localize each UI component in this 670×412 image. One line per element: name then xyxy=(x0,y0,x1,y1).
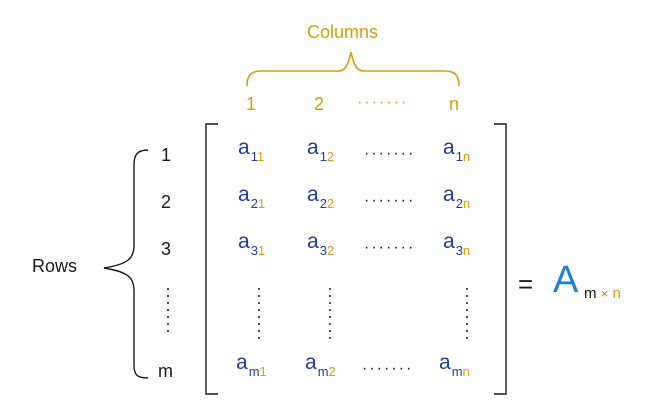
rows-brace xyxy=(103,149,149,379)
element-a2n: a2n xyxy=(443,183,471,211)
element-a22: a22 xyxy=(307,183,335,211)
matrix-dimensions: m × n xyxy=(584,285,621,302)
row-header-3: 3 xyxy=(161,239,172,259)
row-1-ellipsis: ······· xyxy=(364,145,416,162)
element-am2: am2 xyxy=(305,351,336,379)
equals-sign: = xyxy=(518,269,534,299)
row-m-ellipsis: ······· xyxy=(362,360,414,377)
columns-brace xyxy=(246,51,460,87)
element-a21: a21 xyxy=(238,183,266,211)
right-bracket xyxy=(494,123,507,395)
column-header-1: 1 xyxy=(246,94,257,114)
row-header-vdots xyxy=(167,288,171,337)
matrix-symbol-A: A xyxy=(553,259,579,301)
element-am1: am1 xyxy=(236,351,267,379)
col-n-vdots xyxy=(466,288,470,344)
element-a31: a31 xyxy=(238,230,266,258)
rows-label: Rows xyxy=(32,256,78,276)
element-a11: a11 xyxy=(238,136,265,164)
element-a3n: a3n xyxy=(443,230,471,258)
row-header-1: 1 xyxy=(161,145,172,165)
element-a32: a32 xyxy=(307,230,335,258)
column-header-n: n xyxy=(449,94,460,114)
column-header-2: 2 xyxy=(314,94,325,114)
element-amn: amn xyxy=(439,351,470,379)
row-header-2: 2 xyxy=(161,192,172,212)
element-a1n: a1n xyxy=(443,136,471,164)
left-bracket xyxy=(205,123,218,395)
row-3-ellipsis: ······· xyxy=(364,239,416,256)
col-2-vdots xyxy=(329,288,333,344)
column-header-ellipsis: ······· xyxy=(357,94,409,111)
columns-label: Columns xyxy=(307,22,379,42)
col-1-vdots xyxy=(258,288,262,344)
row-2-ellipsis: ······· xyxy=(364,192,416,209)
row-header-m: m xyxy=(158,361,173,381)
element-a12: a12 xyxy=(307,136,335,164)
